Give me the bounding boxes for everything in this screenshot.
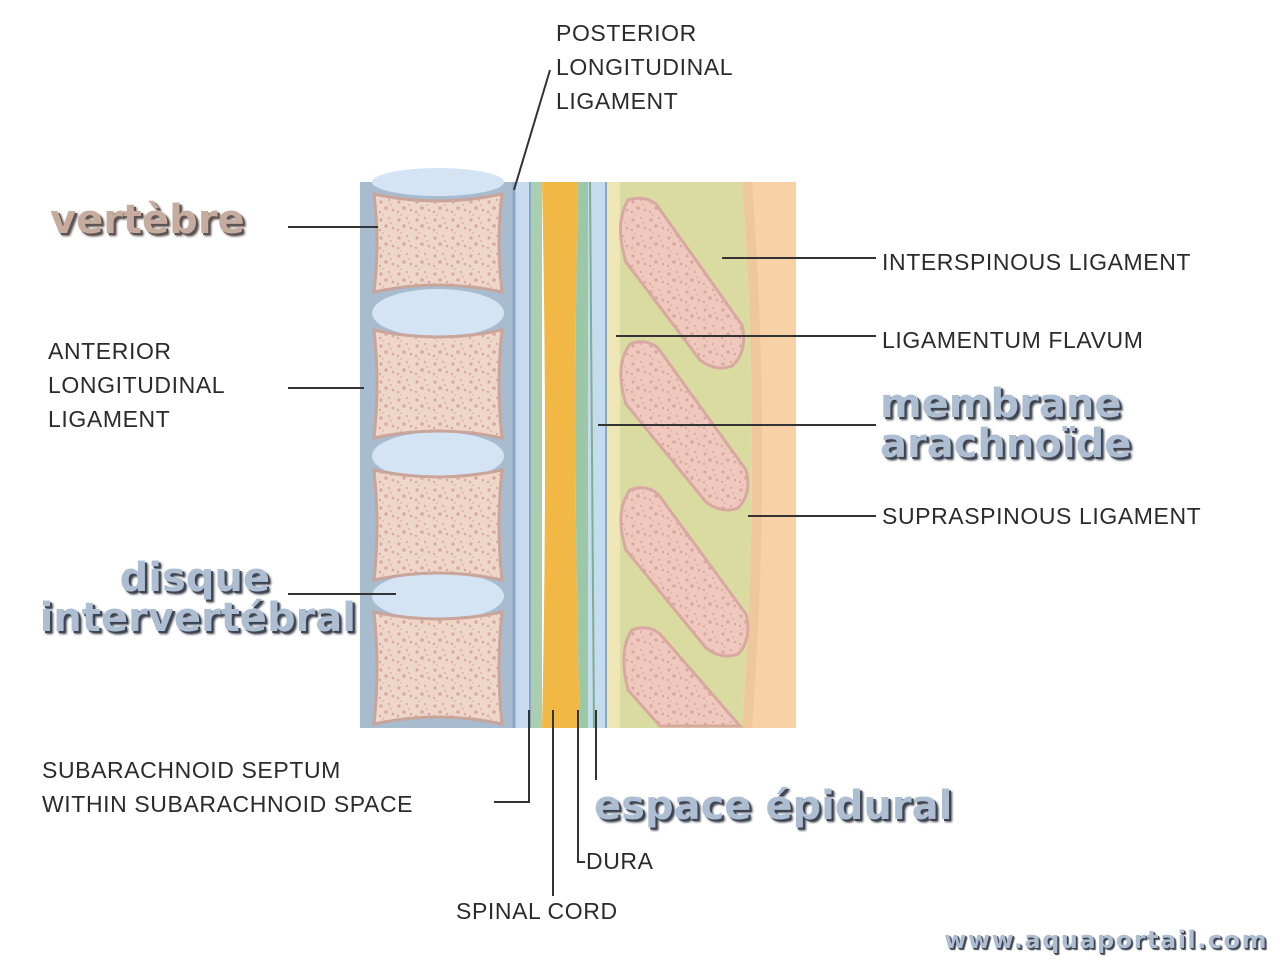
spinous-process	[618, 196, 746, 370]
label-subarachnoid-septum: SUBARACHNOID SEPTUM WITHIN SUBARACHNOID …	[42, 757, 414, 817]
label-anterior-longitudinal-ligament: ANTERIOR LONGITUDINAL LIGAMENT	[48, 338, 226, 432]
dura-line-right	[589, 181, 595, 729]
leader-posterior-longitudinal-ligament	[513, 69, 551, 191]
interspinous-ligament-edge	[742, 182, 762, 728]
label-spinal-cord: SPINAL CORD	[456, 898, 618, 924]
spinous-process	[622, 626, 744, 728]
label-supraspinous-ligament: SUPRASPINOUS LIGAMENT	[882, 503, 1202, 529]
label-espace-epidural: espace épidural	[594, 783, 953, 829]
label-dura: DURA	[586, 848, 654, 874]
label-ligamentum-flavum: LIGAMENTUM FLAVUM	[882, 327, 1144, 353]
label-posterior-longitudinal-ligament: POSTERIOR LONGITUDINAL LIGAMENT	[556, 20, 734, 114]
intervertebral-disc	[372, 572, 504, 620]
label-interspinous-ligament: INTERSPINOUS LIGAMENT	[882, 249, 1192, 275]
intervertebral-disc	[372, 432, 504, 480]
intervertebral-disc-partial	[372, 168, 504, 196]
label-membrane-arachnoide: membrane arachnoïde	[880, 381, 1132, 467]
spinous-process	[619, 486, 750, 658]
arachnoid-band-left	[514, 182, 530, 728]
label-vertebre: vertèbre	[50, 197, 245, 243]
leader-dura	[577, 710, 585, 863]
leader-lines	[288, 69, 876, 896]
subarachnoid-band-left	[530, 182, 542, 728]
watermark-url: www.aquaportail.com	[944, 926, 1268, 954]
spinal-cord	[542, 182, 580, 728]
flavum-band	[606, 182, 620, 728]
leader-subarachnoid-septum	[494, 710, 530, 803]
label-disque-intervertebral: disque intervertébral	[39, 555, 356, 641]
intervertebral-disc	[372, 289, 504, 337]
